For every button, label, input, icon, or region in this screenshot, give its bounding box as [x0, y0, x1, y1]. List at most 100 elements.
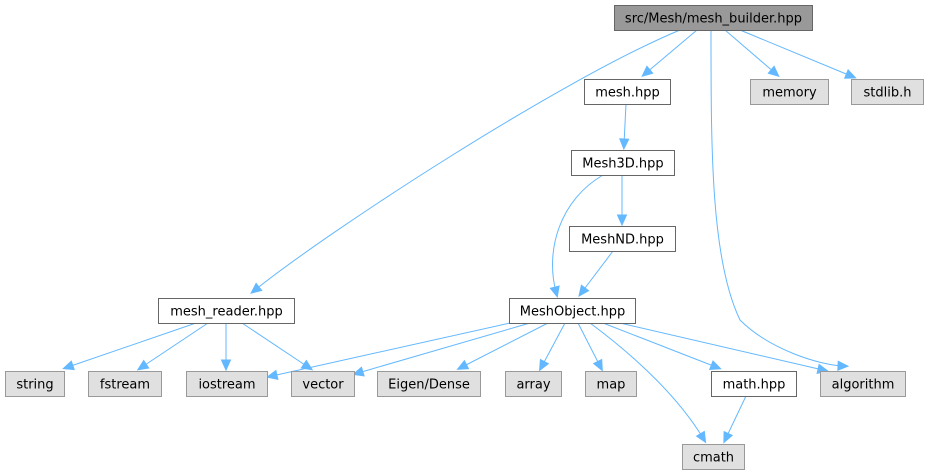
node-root[interactable]: src/Mesh/mesh_builder.hpp: [614, 5, 813, 31]
edges-layer: [62, 29, 857, 444]
node-label: MeshND.hpp: [581, 233, 664, 248]
node-string: string: [5, 371, 65, 397]
edge-root-to-stdlib_h: [739, 29, 857, 79]
arrowhead-icon: [843, 68, 857, 79]
arrowhead-icon: [539, 358, 550, 372]
edge-root-to-memory: [724, 29, 780, 78]
node-fstream: fstream: [88, 371, 162, 397]
arrowhead-icon: [352, 366, 365, 377]
node-mesh3d[interactable]: Mesh3D.hpp: [571, 150, 675, 176]
node-label: fstream: [100, 378, 150, 393]
node-box: [377, 371, 481, 397]
edge-mesh_hpp-to-mesh3d: [619, 103, 630, 151]
node-cmath: cmath: [682, 444, 745, 470]
edge-meshobject-to-array: [539, 322, 566, 372]
edge-line: [241, 322, 309, 368]
node-label: MeshObject.hpp: [520, 305, 625, 320]
node-map: map: [585, 371, 637, 397]
node-box: [584, 79, 671, 105]
node-box: [509, 298, 636, 324]
node-box: [851, 79, 924, 105]
node-label: memory: [762, 86, 817, 101]
edge-meshobject-to-map: [577, 322, 603, 372]
node-box: [5, 371, 65, 397]
edge-meshobject-to-eigen_dense: [456, 322, 549, 370]
arrowhead-icon: [695, 430, 707, 444]
arrowhead-icon: [265, 369, 279, 380]
edge-line: [724, 29, 776, 74]
node-label: iostream: [198, 378, 255, 393]
edge-mesh_reader-to-string: [62, 322, 197, 371]
arrowhead-icon: [619, 138, 630, 151]
edge-line: [357, 322, 531, 374]
node-vector: vector: [291, 371, 355, 397]
node-label: array: [516, 378, 550, 393]
node-meshnd[interactable]: MeshND.hpp: [569, 226, 676, 252]
node-label: cmath: [693, 451, 734, 466]
arrowhead-icon: [616, 214, 628, 227]
edge-root-to-mesh_hpp: [641, 29, 698, 77]
edge-meshobject-to-iostream: [265, 322, 511, 380]
edge-line: [710, 29, 844, 367]
node-mesh-reader[interactable]: mesh_reader.hpp: [158, 298, 295, 324]
arrowhead-icon: [723, 430, 734, 444]
node-label: mesh_reader.hpp: [170, 305, 282, 320]
node-meshobject[interactable]: MeshObject.hpp: [509, 298, 636, 324]
node-box: [186, 371, 268, 397]
node-label: Mesh3D.hpp: [582, 157, 663, 172]
edge-mesh_reader-to-iostream: [220, 323, 232, 372]
node-stdlib-h: stdlib.h: [851, 79, 924, 105]
node-box: [750, 79, 829, 105]
arrowhead-icon: [708, 360, 722, 370]
node-label: vector: [302, 378, 344, 393]
arrowhead-icon: [136, 359, 150, 371]
node-algorithm: algorithm: [820, 371, 906, 397]
node-box: [614, 5, 813, 31]
edge-math_hpp-to-cmath: [723, 395, 747, 444]
edge-line: [725, 395, 747, 439]
arrowhead-icon: [578, 284, 590, 297]
edge-meshobject-to-algorithm: [619, 322, 830, 374]
node-math-hpp[interactable]: math.hpp: [711, 371, 797, 397]
arrowhead-icon: [250, 282, 263, 294]
node-array: array: [505, 371, 562, 397]
node-memory: memory: [750, 79, 829, 105]
node-box: [569, 226, 676, 252]
arrowhead-icon: [456, 359, 470, 370]
node-box: [88, 371, 162, 397]
node-box: [682, 444, 745, 470]
edge-line: [141, 322, 209, 368]
edge-line: [589, 322, 704, 439]
node-eigen-dense: Eigen/Dense: [377, 371, 481, 397]
edge-meshnd-to-meshobject: [578, 250, 614, 297]
node-label: string: [16, 378, 53, 393]
node-mesh-hpp[interactable]: mesh.hpp: [584, 79, 671, 105]
node-label: stdlib.h: [864, 86, 912, 101]
edge-line: [461, 322, 549, 368]
edge-line: [602, 322, 717, 368]
arrowhead-icon: [837, 360, 850, 372]
node-box: [585, 371, 637, 397]
node-box: [571, 150, 675, 176]
arrowhead-icon: [549, 285, 560, 298]
edge-root-to-mesh_reader: [250, 29, 681, 294]
edge-mesh_reader-to-vector: [241, 322, 314, 371]
node-label: map: [597, 378, 626, 393]
arrowhead-icon: [767, 65, 780, 78]
node-label: algorithm: [832, 378, 895, 393]
edge-line: [581, 250, 614, 293]
edge-line: [552, 174, 604, 293]
node-label: mesh.hpp: [595, 86, 660, 101]
edge-line: [67, 322, 197, 368]
arrowhead-icon: [220, 359, 232, 372]
node-box: [291, 371, 355, 397]
nodes-layer: src/Mesh/mesh_builder.hpp mesh.hpp memory s…: [5, 5, 924, 470]
node-box: [158, 298, 295, 324]
edge-root-to-algorithm: [710, 29, 850, 372]
edge-meshobject-to-vector: [352, 322, 531, 377]
edge-line: [739, 29, 852, 77]
edge-line: [271, 322, 511, 377]
node-iostream: iostream: [186, 371, 268, 397]
edge-mesh3d-to-meshobject: [549, 174, 604, 298]
